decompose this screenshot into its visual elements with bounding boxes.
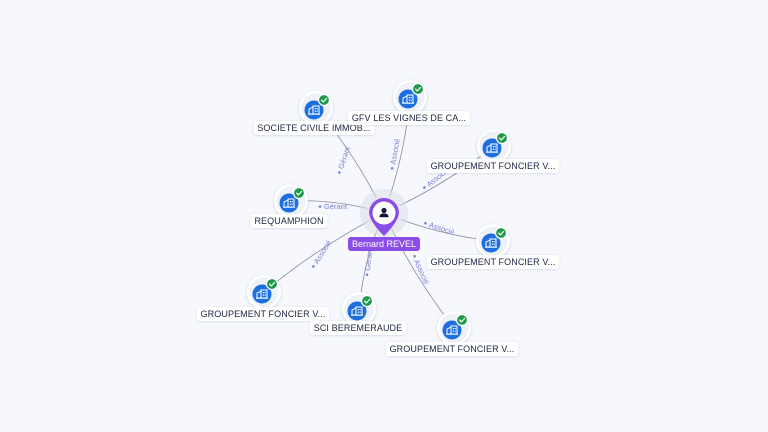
building-icon [283,198,295,208]
relation-text: Gérant [324,202,348,211]
company-name-label[interactable]: SOCIETE CIVILE IMMOB... [253,121,375,135]
edge-relation-label: Associé [424,220,456,237]
company-name-text: GROUPEMENT FONCIER V... [431,161,556,171]
edge-relation-label: Gérant [318,202,348,211]
relation-text: Gérant [363,246,374,271]
building-icon [446,325,458,335]
company-name-text: GROUPEMENT FONCIER V... [390,344,515,354]
building-icon [256,289,268,299]
edge-relation-label: Gérant [336,145,352,174]
company-name-text: GROUPEMENT FONCIER V... [201,309,326,319]
relation-text: Associé [312,238,334,265]
company-node[interactable] [342,292,376,326]
building-icon [485,238,497,248]
company-name-label[interactable]: SCI BEREMERAUDE [309,321,407,335]
verified-check-icon [292,186,306,200]
building-icon [402,94,414,104]
company-name-label[interactable]: GROUPEMENT FONCIER V... [426,255,560,269]
company-name-label[interactable]: GROUPEMENT FONCIER V... [426,159,560,173]
center-name-label[interactable]: Bernard REVEL [347,237,421,251]
company-name-text: REQUAMPHION [254,216,323,226]
company-node[interactable] [274,184,308,218]
edge-relation-label: Associé [388,138,402,170]
company-node[interactable] [299,91,333,125]
company-node[interactable] [247,275,281,309]
center-node[interactable]: Bernard REVEL [347,189,421,251]
company-name-label[interactable]: GROUPEMENT FONCIER V... [385,342,519,356]
building-icon [308,105,320,115]
verified-check-icon [455,313,469,327]
company-name-label[interactable]: GFV LES VIGNES DE CA... [347,111,471,125]
company-name-label[interactable]: REQUAMPHION [250,214,328,228]
company-name-text: SCI BEREMERAUDE [314,323,403,333]
company-name-text: SOCIETE CIVILE IMMOB... [257,123,370,133]
relation-text: Associé [428,220,456,237]
verified-check-icon [495,131,509,145]
edge-relation-label: Gérant [363,246,374,276]
company-node[interactable] [476,224,510,258]
edge-relation-label: Associé [312,238,334,268]
company-node[interactable] [477,129,511,163]
building-icon [486,143,498,153]
person-icon [379,207,389,218]
verified-check-icon [411,82,425,96]
relation-text: Associé [388,138,401,165]
verified-check-icon [265,277,279,291]
building-icon [351,306,363,316]
company-node[interactable] [437,311,471,345]
relation-text: Gérant [336,145,352,170]
company-name-text: GROUPEMENT FONCIER V... [431,257,556,267]
center-name-text: Bernard REVEL [352,239,416,249]
company-name-label[interactable]: GROUPEMENT FONCIER V... [196,307,330,321]
verified-check-icon [494,226,508,240]
nodes-layer: SOCIETE CIVILE IMMOB...GFV LES VIGNES DE… [196,80,560,356]
verified-check-icon [360,294,374,308]
company-name-text: GFV LES VIGNES DE CA... [352,113,466,123]
company-node[interactable] [393,80,427,114]
verified-check-icon [317,93,331,107]
